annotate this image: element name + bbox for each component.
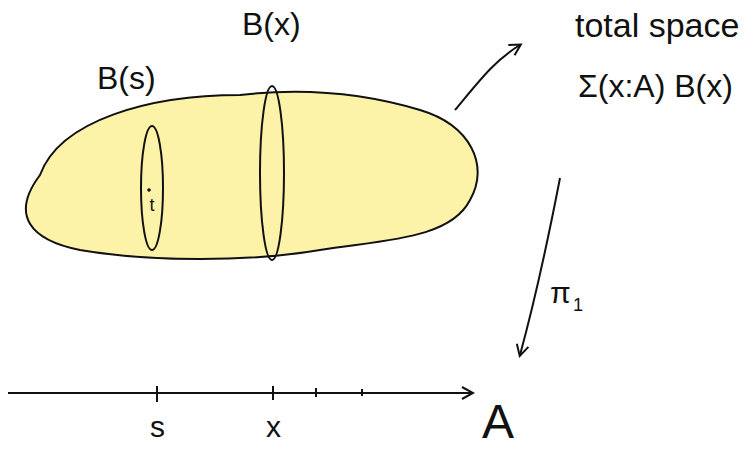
fiber-label: B(x) [242, 8, 301, 40]
point-label: x [266, 412, 281, 442]
projection-arrow [520, 178, 560, 355]
projection-label: π [550, 278, 571, 308]
point-dot [147, 188, 151, 192]
tick [315, 388, 317, 397]
total-space-label: total space [575, 8, 739, 42]
fiber-ellipse: B(x) [258, 84, 286, 262]
sigma-type-label: Σ(x:A) B(x) [578, 70, 733, 102]
tick-s [156, 386, 158, 402]
tick [361, 389, 363, 396]
fiber-label: B(s) [97, 62, 156, 94]
point-label: s [150, 412, 165, 442]
tick-x [272, 386, 274, 400]
subscript-label: 1 [573, 296, 583, 314]
fiber-outline [139, 124, 165, 252]
fiber-ellipse: B(s)t [139, 124, 165, 252]
point-label: t [149, 196, 154, 214]
callout-arrow [455, 45, 520, 110]
fiber-outline [258, 84, 286, 262]
base-axis [8, 392, 472, 394]
base-type-label: A [482, 398, 514, 446]
total-space-blob [26, 92, 478, 259]
